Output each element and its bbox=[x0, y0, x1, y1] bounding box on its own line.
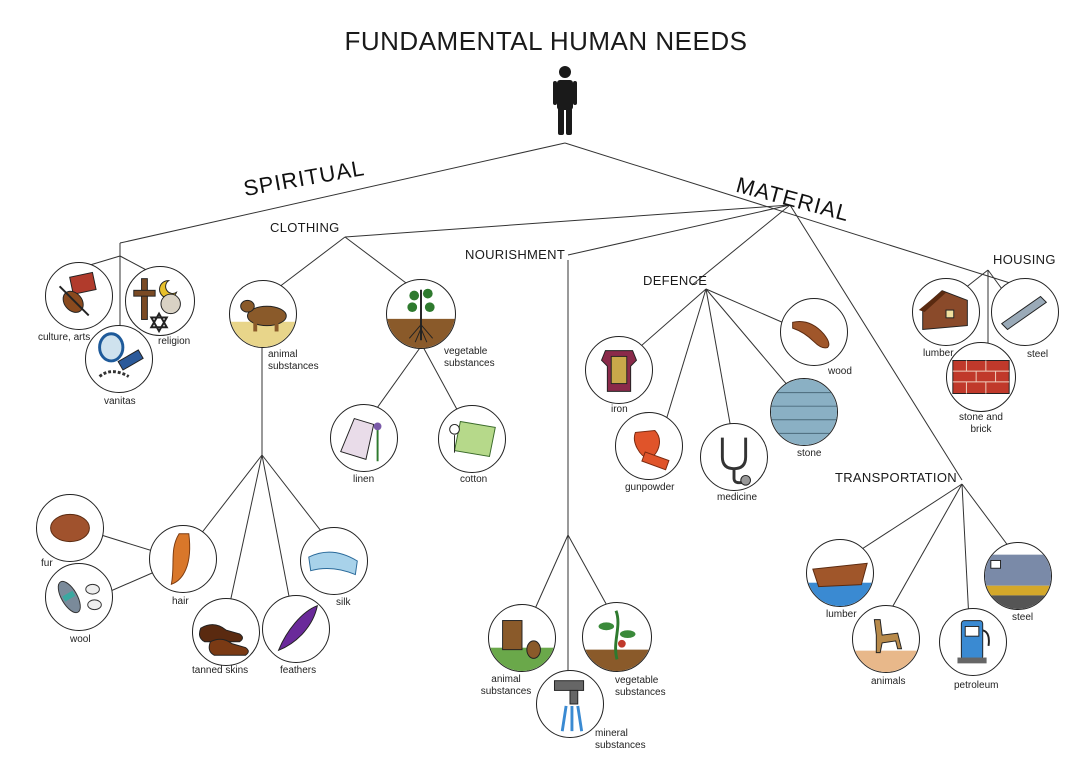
label-cotton: cotton bbox=[460, 474, 488, 485]
label-housing-lumber: lumber bbox=[923, 348, 954, 359]
label-clothing-vegetable: vegetable substances bbox=[444, 346, 495, 369]
silk-bolt-icon bbox=[308, 551, 358, 576]
label-transport-petroleum: petroleum bbox=[954, 680, 999, 691]
label-clothing-animal: animal substances bbox=[268, 349, 319, 372]
wooden-boat-icon bbox=[807, 562, 873, 606]
node-defence-wood bbox=[780, 298, 848, 366]
linen-cloth-icon bbox=[340, 417, 382, 462]
node-linen bbox=[330, 404, 398, 472]
cotton-fabric-icon bbox=[449, 420, 496, 458]
armor-icon bbox=[600, 350, 638, 392]
label-hair: hair bbox=[172, 596, 189, 607]
node-culture-arts bbox=[45, 262, 113, 330]
node-housing-stone-brick bbox=[946, 342, 1016, 412]
feather-icon bbox=[277, 604, 319, 652]
label-feathers: feathers bbox=[280, 665, 317, 676]
node-religion bbox=[125, 266, 195, 336]
leather-shoes-icon bbox=[199, 624, 249, 656]
category-defence: DEFENCE bbox=[643, 273, 708, 288]
label-nourishment-animal: animal substances bbox=[480, 674, 532, 697]
steel-girder-icon bbox=[1000, 295, 1048, 331]
node-gunpowder bbox=[615, 412, 683, 480]
node-transport-petroleum bbox=[939, 608, 1007, 676]
book-violin-icon bbox=[58, 271, 97, 317]
camel-icon bbox=[853, 619, 919, 672]
mirror-comb-icon bbox=[98, 332, 144, 378]
label-transport-steel: steel bbox=[1012, 612, 1034, 623]
category-housing: HOUSING bbox=[993, 252, 1056, 267]
node-vanitas bbox=[85, 325, 153, 393]
cross-star-icon bbox=[133, 278, 181, 334]
brick-wall-icon bbox=[952, 360, 1010, 394]
cow-icon bbox=[230, 299, 296, 347]
hair-lock-icon bbox=[170, 533, 191, 585]
plant-roots-icon bbox=[583, 610, 651, 671]
label-housing-stone-brick: stone and brick bbox=[959, 412, 1003, 435]
label-iron: iron bbox=[611, 404, 628, 415]
node-nourishment-mineral bbox=[536, 670, 604, 738]
label-linen: linen bbox=[353, 474, 375, 485]
node-housing-lumber bbox=[912, 278, 980, 346]
fur-hat-icon bbox=[50, 513, 90, 543]
node-housing-steel bbox=[991, 278, 1059, 346]
label-culture-arts: culture, arts bbox=[38, 332, 91, 343]
label-housing-steel: steel bbox=[1027, 349, 1049, 360]
node-fur bbox=[36, 494, 104, 562]
page-title: FUNDAMENTAL HUMAN NEEDS bbox=[344, 26, 748, 56]
stone-tower-icon bbox=[771, 379, 837, 445]
wool-skein-icon bbox=[57, 580, 102, 614]
label-silk: silk bbox=[336, 597, 351, 608]
label-religion: religion bbox=[158, 336, 191, 347]
wooden-club-icon bbox=[792, 321, 830, 349]
label-nourishment-mineral: mineral substances bbox=[595, 728, 646, 751]
node-nourishment-animal bbox=[488, 604, 556, 672]
label-defence-stone: stone bbox=[797, 448, 822, 459]
person-silhouette-icon bbox=[553, 66, 577, 135]
node-iron bbox=[585, 336, 653, 404]
train-icon bbox=[985, 554, 1051, 609]
cow-icon bbox=[489, 620, 555, 671]
label-transport-animals: animals bbox=[871, 676, 906, 687]
plant-roots-icon bbox=[387, 288, 455, 348]
label-vanitas: vanitas bbox=[104, 396, 136, 407]
node-clothing-vegetable bbox=[386, 279, 456, 349]
category-clothing: CLOTHING bbox=[270, 220, 340, 235]
label-defence-wood: wood bbox=[828, 366, 852, 377]
node-wool bbox=[45, 563, 113, 631]
label-transport-lumber: lumber bbox=[826, 609, 857, 620]
node-clothing-animal bbox=[229, 280, 297, 348]
node-tanned-skins bbox=[192, 598, 260, 666]
node-defence-stone bbox=[770, 378, 838, 446]
node-nourishment-vegetable bbox=[582, 602, 652, 672]
label-wool: wool bbox=[70, 634, 91, 645]
node-silk bbox=[300, 527, 368, 595]
label-fur: fur bbox=[41, 558, 53, 569]
node-hair bbox=[149, 525, 217, 593]
powder-keg-icon bbox=[633, 429, 670, 471]
node-transport-steel bbox=[984, 542, 1052, 610]
category-transportation: TRANSPORTATION bbox=[835, 470, 957, 485]
label-medicine: medicine bbox=[717, 492, 758, 503]
label-tanned-skins: tanned skins bbox=[192, 665, 249, 676]
stethoscope-icon bbox=[720, 437, 751, 486]
log-cabin-icon bbox=[918, 290, 968, 330]
label-nourishment-vegetable: vegetable substances bbox=[615, 675, 666, 698]
node-cotton bbox=[438, 405, 506, 473]
node-transport-animals bbox=[852, 605, 920, 673]
node-feathers bbox=[262, 595, 330, 663]
water-tap-icon bbox=[553, 680, 585, 732]
fuel-pump-icon bbox=[957, 620, 990, 664]
node-transport-lumber bbox=[806, 539, 874, 607]
category-nourishment: NOURISHMENT bbox=[465, 247, 566, 262]
label-gunpowder: gunpowder bbox=[625, 482, 675, 493]
node-medicine bbox=[700, 423, 768, 491]
